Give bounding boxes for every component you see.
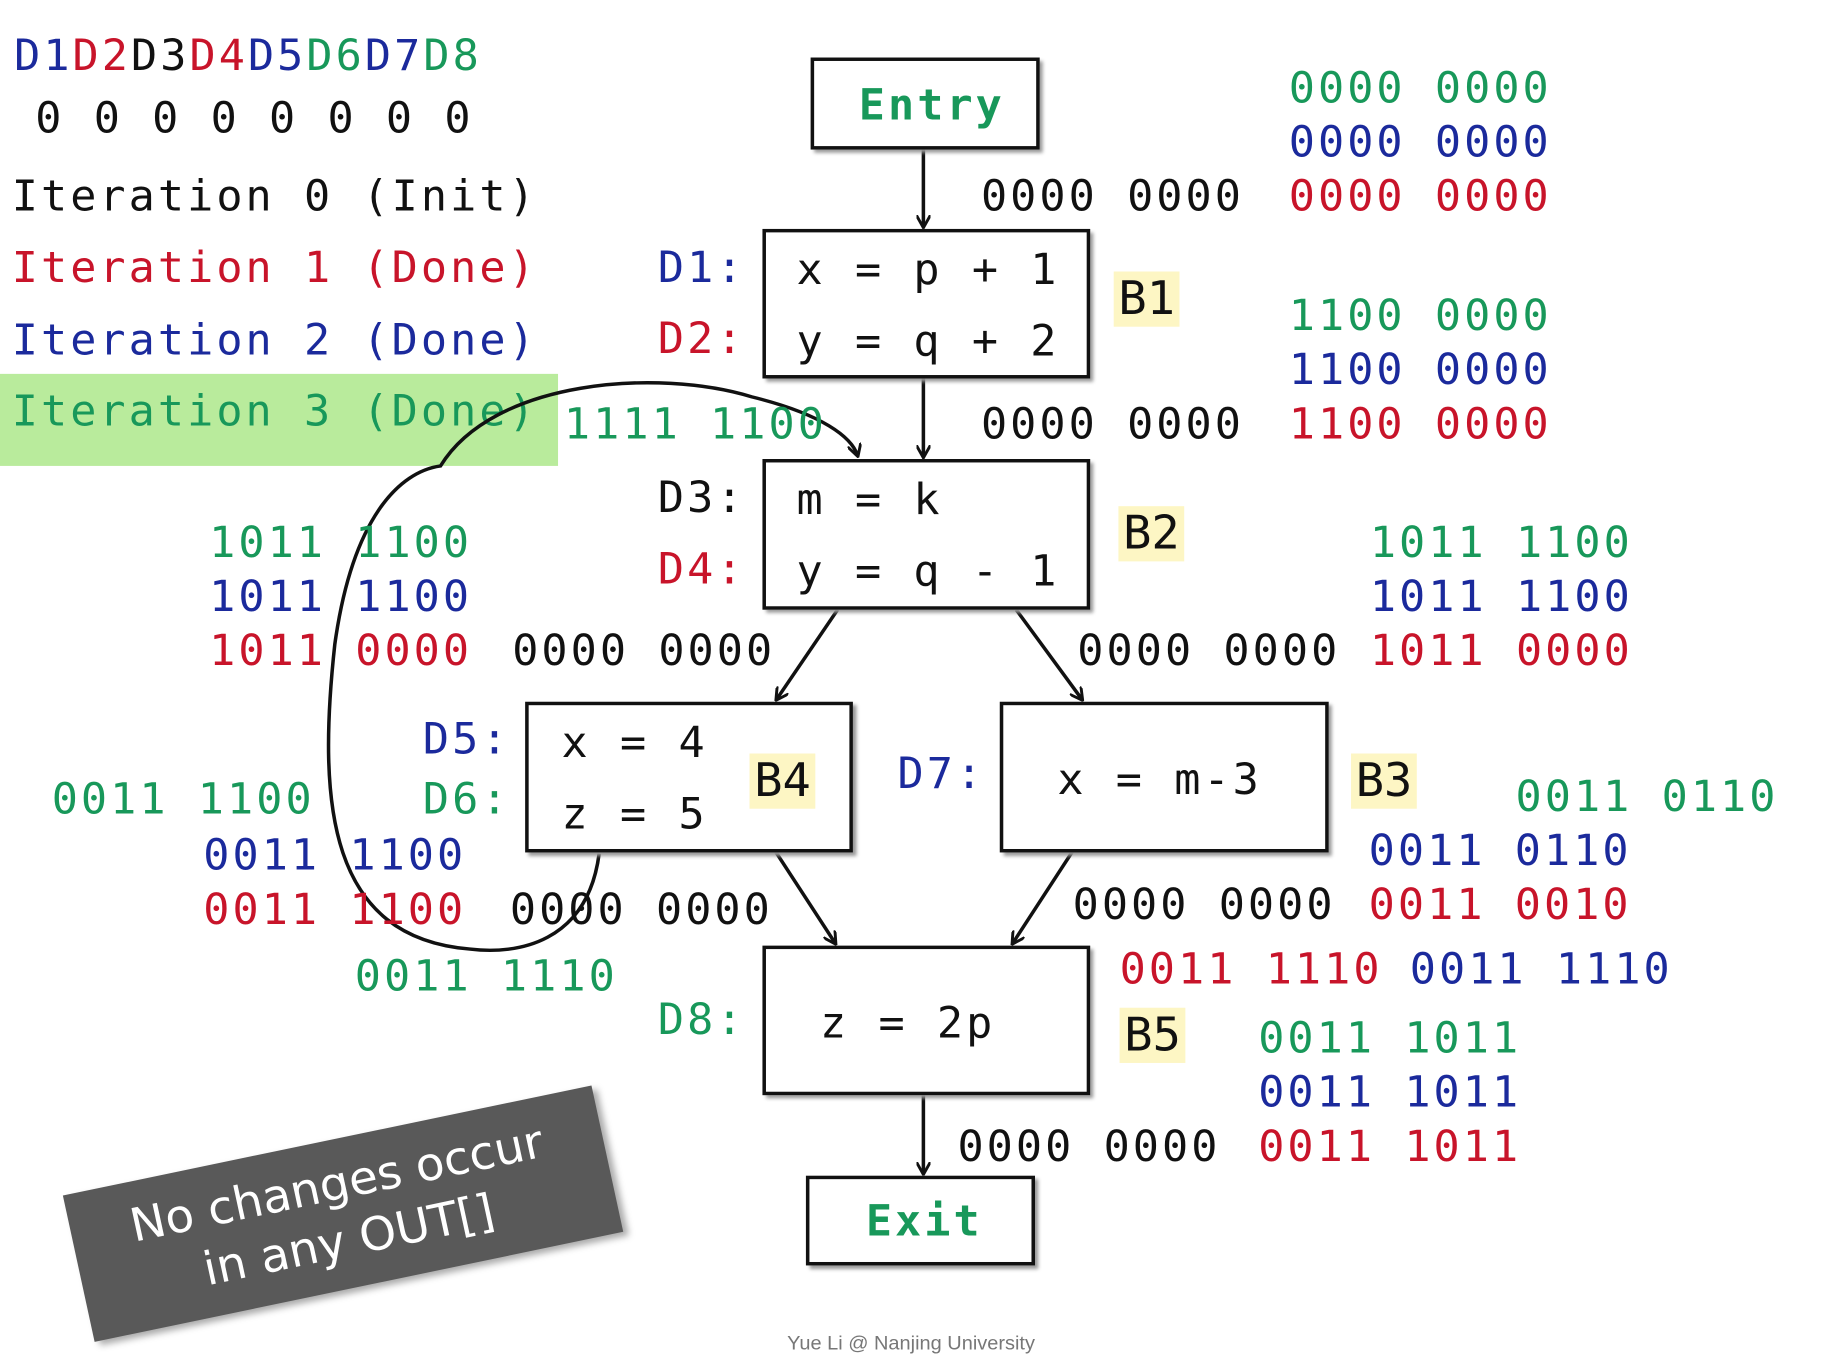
block-b5: z = 2p [762, 945, 1091, 1096]
b5-in-it3: 0011 1110 [354, 951, 618, 1001]
b4-stmt-2: z = 5 [561, 789, 708, 839]
footer-credit: Yue Li @ Nanjing University [787, 1332, 1035, 1355]
edge-b4-b5 [773, 850, 835, 943]
b2-out-left-it3: 1011 1100 [209, 517, 473, 568]
b1-out-init: 0000 0000 [980, 399, 1244, 449]
b2-out-right-init: 0000 0000 [1077, 625, 1341, 676]
block-b3: x = m-3 [999, 701, 1329, 853]
entry-node: Entry [810, 57, 1040, 150]
edge-b2-b3 [1014, 608, 1082, 700]
b4-out-init: 0000 0000 [509, 884, 773, 935]
block-b2: m = k y = q - 1 [762, 459, 1091, 610]
b4-out-it1: 0011 1100 [203, 884, 467, 935]
b1-out-it2: 1100 0000 [1288, 345, 1552, 395]
def-label-d7: D7: [897, 748, 986, 799]
edge-b3-b5 [1013, 850, 1075, 943]
def-d6: D6 [306, 31, 365, 81]
b2-out-right-it2: 1011 1100 [1369, 571, 1633, 622]
b2-label: B2 [1118, 506, 1185, 562]
b3-out-init: 0000 0000 [1072, 880, 1336, 930]
def-label-d4: D4: [657, 544, 746, 594]
b3-out-it1: 0011 0010 [1368, 880, 1632, 930]
b4-out-it2: 0011 1100 [203, 830, 467, 881]
b2-out-right-it3: 1011 1100 [1369, 517, 1633, 568]
entry-out-it2: 0000 0000 [1288, 117, 1552, 167]
def-d2: D2 [72, 31, 132, 81]
b2-stmt-2: y = q - 1 [796, 546, 1060, 596]
def-d8: D8 [423, 31, 482, 81]
b4-stmt-1: x = 4 [561, 717, 708, 768]
b5-stmt-1: z = 2p [820, 998, 996, 1049]
def-label-d5: D5: [422, 714, 511, 764]
entry-out-it3: 0000 0000 [1288, 63, 1552, 113]
b2-out-left-init: 0000 0000 [512, 625, 776, 676]
def-d3: D3 [131, 31, 190, 81]
b1-out-it3: 1100 0000 [1288, 291, 1552, 341]
b3-out-it3: 0011 0110 [1515, 771, 1779, 822]
exit-node: Exit [805, 1175, 1035, 1266]
entry-out-it1: 0000 0000 [1288, 171, 1552, 221]
block-b1: x = p + 1 y = q + 2 [762, 228, 1091, 379]
b3-out-it2: 0011 0110 [1368, 825, 1632, 876]
def-d7: D7 [364, 31, 424, 81]
def-d1: D1 [14, 31, 73, 81]
b5-in-it1: 0011 1110 [1119, 944, 1383, 994]
entry-out-init: 0000 0000 [980, 171, 1244, 221]
def-d4: D4 [189, 31, 248, 81]
def-label-d2: D2: [657, 314, 746, 364]
b5-out-it3: 0011 1011 [1258, 1013, 1522, 1063]
entry-label: Entry [858, 80, 1005, 130]
iteration-0: Iteration 0 (Init) [11, 171, 538, 221]
def-label-d8: D8: [657, 995, 746, 1045]
b2-out-right-it1: 1011 0000 [1369, 625, 1633, 676]
iteration-highlight [0, 373, 559, 466]
b1-stmt-1: x = p + 1 [796, 245, 1060, 295]
bit-vector-header: 0 0 0 0 0 0 0 0 [35, 93, 474, 143]
definition-header: D1D2D3D4D5D6D7D8 [14, 35, 482, 78]
b2-out-left-it1: 1011 0000 [209, 625, 473, 676]
b2-out-left-it2: 1011 1100 [209, 571, 473, 622]
b1-stmt-2: y = q + 2 [796, 316, 1060, 366]
b2-stmt-1: m = k [796, 475, 943, 525]
exit-label: Exit [865, 1196, 983, 1246]
def-label-d3: D3: [657, 472, 746, 523]
def-label-d1: D1: [657, 242, 746, 293]
def-d5: D5 [247, 31, 307, 81]
b1-out-it1: 1100 0000 [1288, 399, 1552, 449]
b4-label: B4 [749, 753, 816, 809]
b4-out-it3: 0011 1100 [51, 774, 315, 824]
b5-in-it2: 0011 1110 [1409, 944, 1673, 994]
b5-label: B5 [1119, 1007, 1186, 1063]
b3-label: B3 [1351, 753, 1418, 809]
iteration-1: Iteration 1 (Done) [11, 242, 538, 293]
edge-b2-b4 [777, 608, 840, 700]
b3-stmt-1: x = m-3 [1057, 754, 1262, 805]
b1-label: B1 [1113, 271, 1180, 327]
b5-out-init: 0000 0000 [957, 1121, 1221, 1172]
b2-in-it3: 1111 1100 [563, 399, 827, 449]
def-label-d6: D6: [422, 774, 511, 824]
edge-b4-b2-loop [326, 381, 858, 953]
b5-out-it1: 0011 1011 [1258, 1121, 1522, 1172]
iteration-2: Iteration 2 (Done) [11, 315, 538, 365]
b5-out-it2: 0011 1011 [1258, 1067, 1522, 1118]
